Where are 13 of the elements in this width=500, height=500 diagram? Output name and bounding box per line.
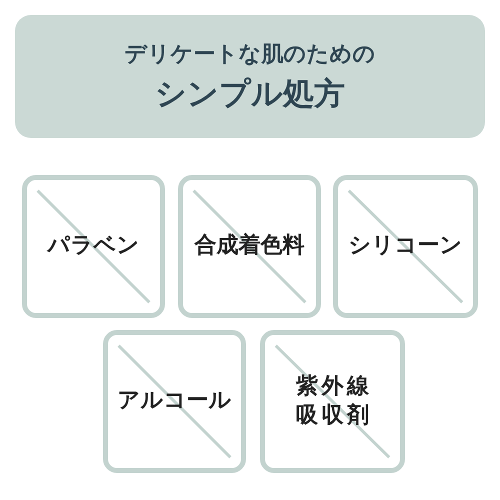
header-subtitle: デリケートな肌のための [124, 40, 376, 68]
header-banner [15, 15, 485, 138]
ingredient-card [333, 175, 478, 318]
ingredient-card [103, 330, 246, 473]
header-title: シンプル処方 [155, 74, 345, 114]
ingredient-label: 紫外線吸収剤 [296, 372, 369, 430]
ingredient-label: アルコール [118, 387, 232, 416]
ingredient-card [22, 175, 165, 318]
ingredient-card [260, 330, 405, 473]
ingredient-label: 合成着色料 [194, 232, 304, 260]
ingredient-card [178, 175, 321, 318]
ingredient-label: パラベン [48, 232, 140, 260]
ingredient-label: シリコーン [348, 232, 462, 260]
